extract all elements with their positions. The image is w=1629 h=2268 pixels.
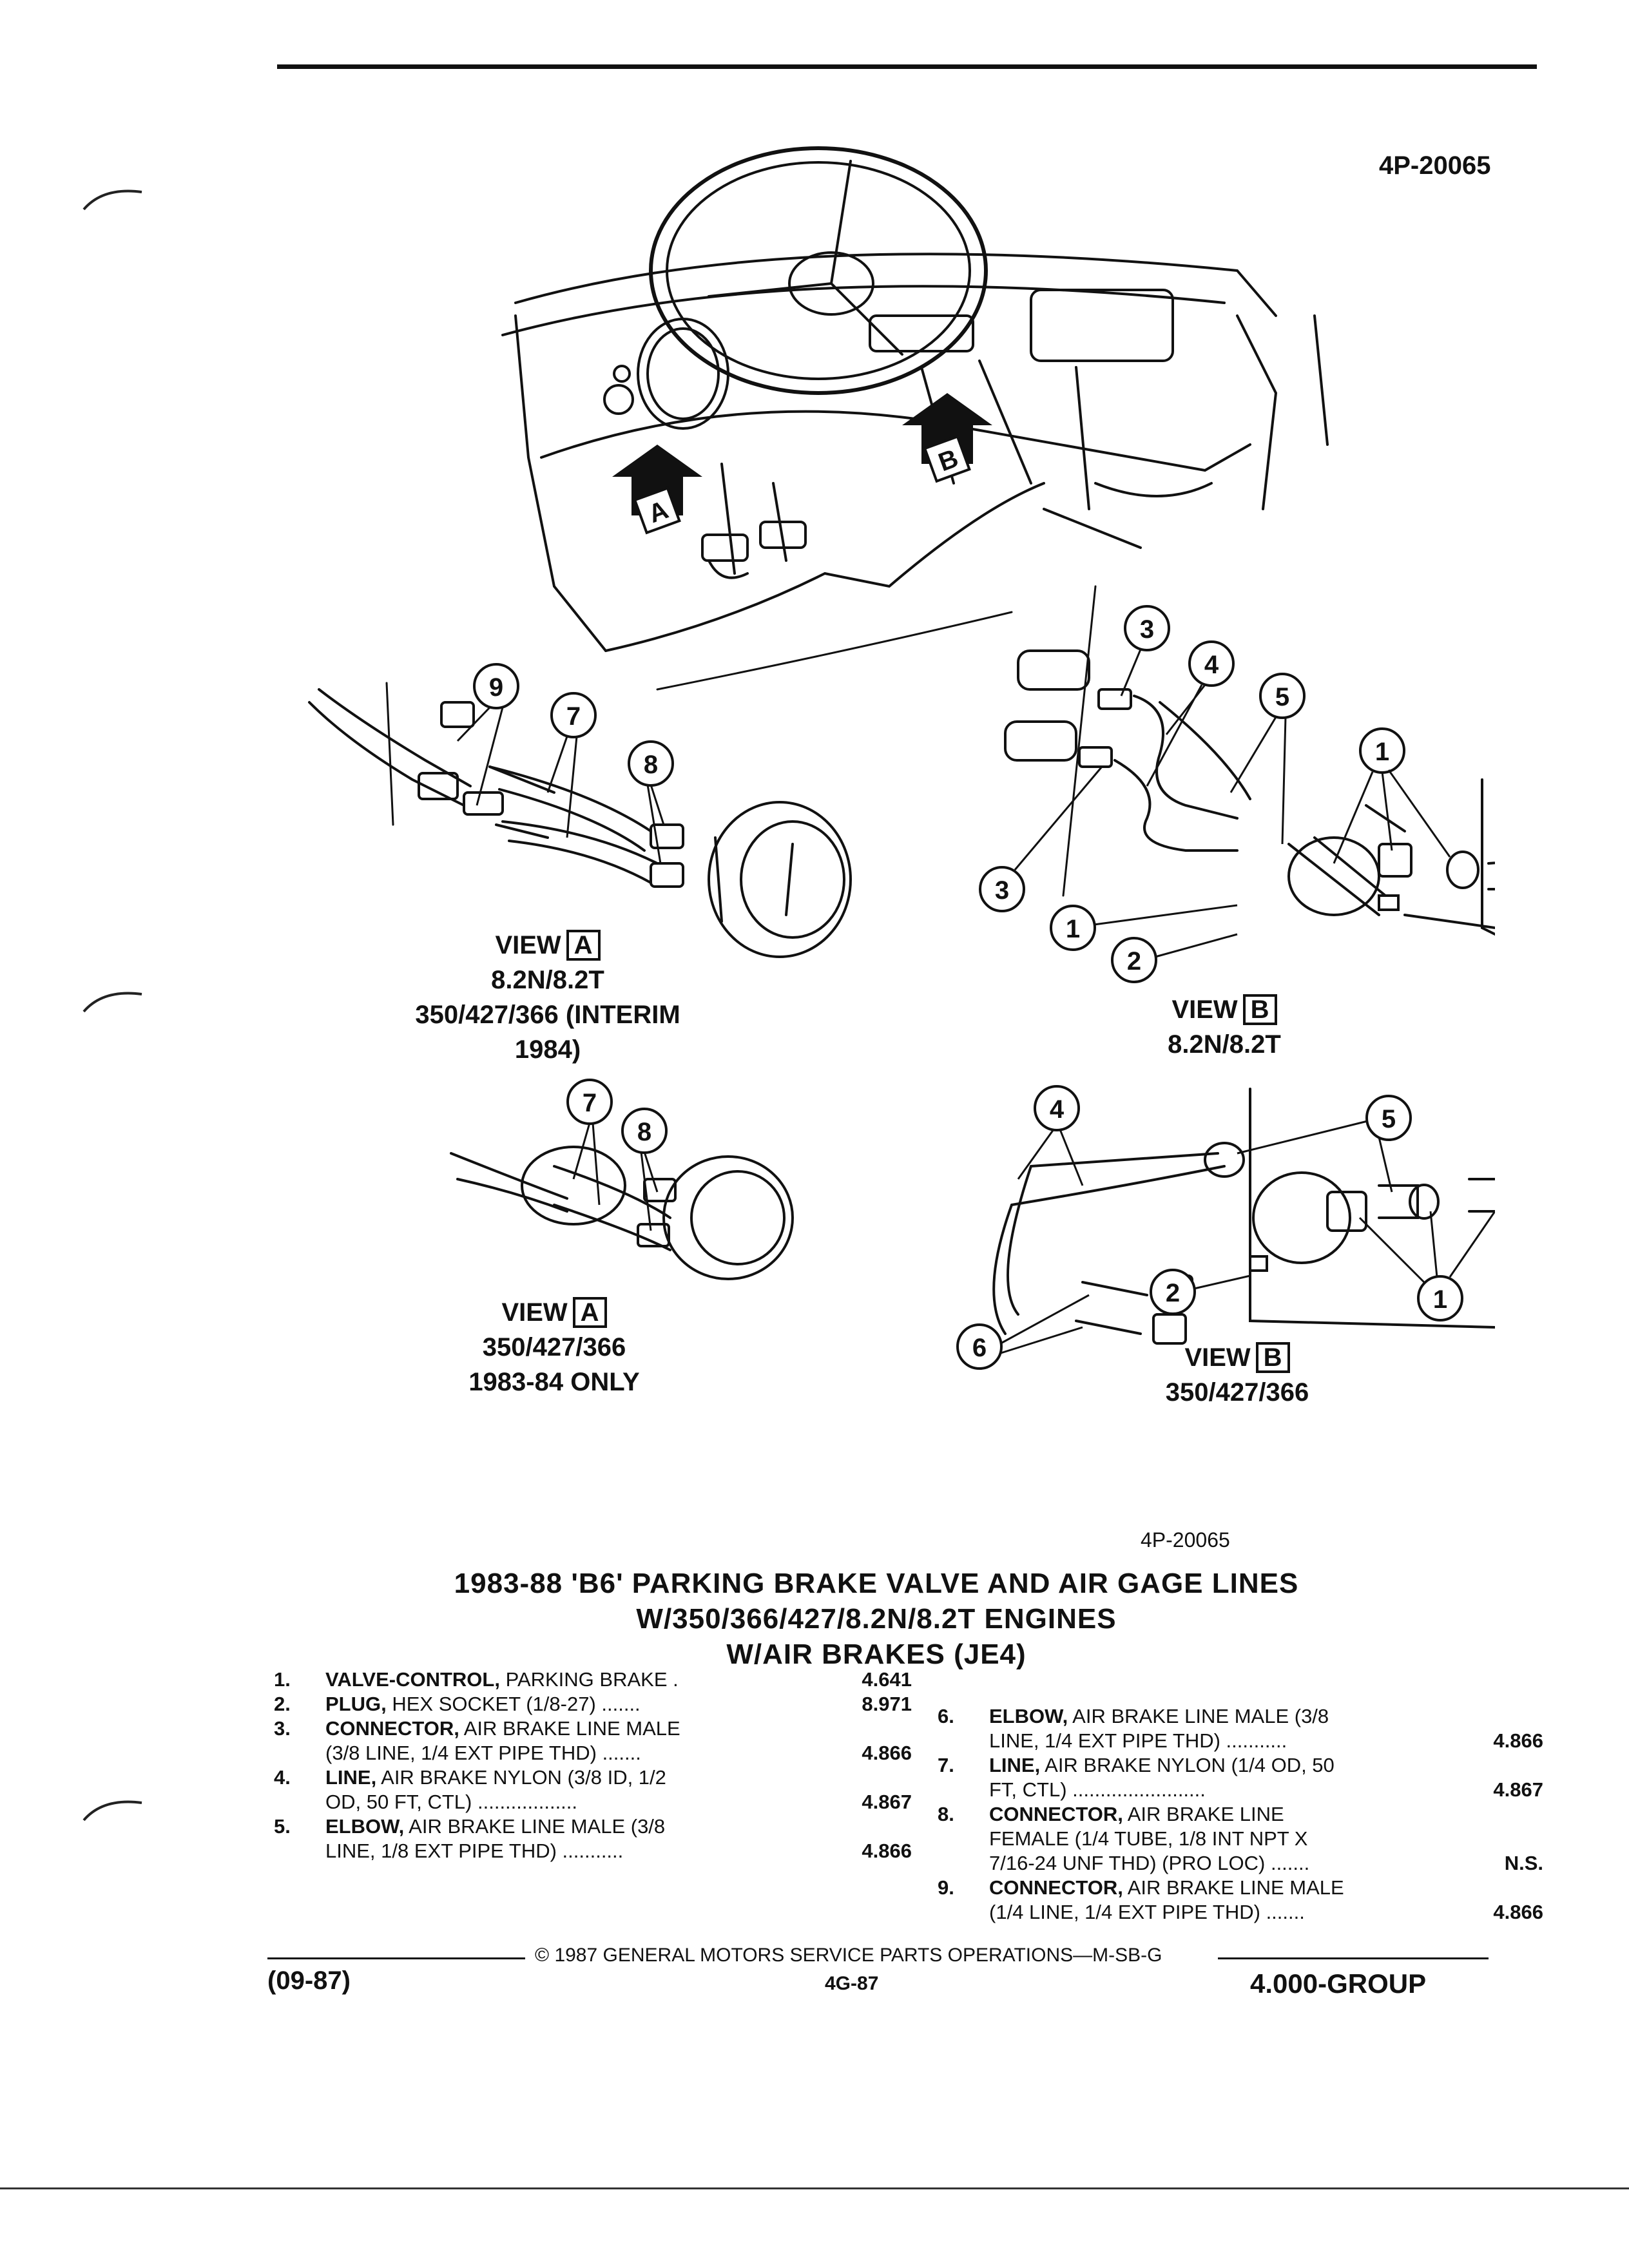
view-box: A bbox=[572, 1297, 607, 1328]
view-a-bottom-line1: 350/427/366 bbox=[482, 1333, 626, 1361]
view-word: VIEW bbox=[1171, 995, 1238, 1024]
parts-diagram: A B bbox=[308, 146, 1495, 1370]
callout-5-view-b1: 5 bbox=[1259, 673, 1306, 719]
footer-date: (09-87) bbox=[267, 1966, 351, 1995]
callout-1-view-b2: 1 bbox=[1417, 1275, 1463, 1321]
callout-3-view-b1b: 3 bbox=[979, 866, 1025, 912]
footer-copyright: © 1987 GENERAL MOTORS SERVICE PARTS OPER… bbox=[535, 1945, 1162, 1966]
callout-8-view-a1: 8 bbox=[628, 740, 674, 787]
svg-text:4: 4 bbox=[1204, 651, 1219, 679]
list-item: 3. CONNECTOR, AIR BRAKE LINE MALE(3/8 LI… bbox=[274, 1717, 912, 1764]
view-b-top-drawing bbox=[1004, 585, 1495, 936]
callout-7-view-a2: 7 bbox=[566, 1079, 613, 1125]
view-a-top-line1: 8.2N/8.2T bbox=[491, 966, 604, 994]
page-title: 1983-88 'B6' PARKING BRAKE VALVE AND AIR… bbox=[277, 1566, 1476, 1672]
arrow-a: A bbox=[612, 445, 702, 535]
margin-mark-2 bbox=[82, 992, 142, 1013]
svg-text:8: 8 bbox=[644, 751, 658, 779]
illustration-ref-bottom: 4P-20065 bbox=[1141, 1528, 1230, 1552]
title-line-1: 1983-88 'B6' PARKING BRAKE VALVE AND AIR… bbox=[454, 1568, 1299, 1599]
svg-text:6: 6 bbox=[972, 1334, 987, 1362]
list-item: 1. VALVE-CONTROL, PARKING BRAKE . 4.641 bbox=[274, 1668, 912, 1691]
callout-1-view-b1a: 1 bbox=[1359, 727, 1405, 774]
svg-text:3: 3 bbox=[995, 876, 1009, 905]
view-b-top-line1: 8.2N/8.2T bbox=[1168, 1030, 1281, 1059]
callout-7-view-a1: 7 bbox=[550, 692, 597, 738]
svg-text:8: 8 bbox=[637, 1118, 651, 1146]
svg-text:1: 1 bbox=[1066, 915, 1080, 943]
callout-2-view-b1: 2 bbox=[1111, 937, 1157, 983]
svg-text:2: 2 bbox=[1166, 1279, 1180, 1307]
svg-text:1: 1 bbox=[1433, 1285, 1447, 1314]
footer-rule-left bbox=[267, 1957, 525, 1959]
callout-9-view-a1: 9 bbox=[473, 663, 519, 709]
svg-text:2: 2 bbox=[1127, 947, 1141, 975]
list-item: 2. PLUG, HEX SOCKET (1/8-27) ....... 8.9… bbox=[274, 1693, 912, 1715]
footer-page-number: 4G-87 bbox=[825, 1973, 879, 1994]
view-a-top-drawing bbox=[308, 682, 852, 958]
svg-text:5: 5 bbox=[1382, 1105, 1396, 1133]
title-line-3: W/AIR BRAKES (JE4) bbox=[726, 1639, 1027, 1670]
callout-1-view-b1b: 1 bbox=[1050, 905, 1096, 951]
view-a-bottom-drawing bbox=[450, 1146, 794, 1280]
svg-text:1: 1 bbox=[1375, 738, 1389, 766]
callout-8-view-a2: 8 bbox=[621, 1108, 668, 1154]
svg-text:3: 3 bbox=[1140, 615, 1154, 644]
view-word: VIEW bbox=[501, 1298, 568, 1327]
svg-text:9: 9 bbox=[489, 673, 503, 702]
svg-text:7: 7 bbox=[566, 702, 581, 731]
callout-5-view-b2: 5 bbox=[1365, 1095, 1412, 1141]
arrow-b: B bbox=[902, 393, 992, 483]
view-a-bottom-line2: 1983-84 ONLY bbox=[468, 1368, 640, 1396]
svg-text:7: 7 bbox=[583, 1089, 597, 1117]
page-bottom-rule bbox=[0, 2187, 1629, 2189]
callout-2-view-b2: 2 bbox=[1150, 1269, 1196, 1315]
view-box: B bbox=[1242, 994, 1277, 1025]
svg-text:5: 5 bbox=[1275, 683, 1289, 711]
callout-6-view-b2: 6 bbox=[956, 1323, 1003, 1370]
callout-4-view-b2: 4 bbox=[1034, 1085, 1080, 1131]
view-a-top-line2: 350/427/366 (INTERIM 1984) bbox=[415, 1001, 680, 1064]
margin-mark-1 bbox=[82, 189, 142, 211]
top-rule bbox=[277, 64, 1537, 69]
footer-group: 4.000-GROUP bbox=[1250, 1968, 1427, 1999]
view-word: VIEW bbox=[495, 931, 561, 959]
callout-3-view-b1a: 3 bbox=[1124, 605, 1170, 651]
illustration-ref-top: 4P-20065 bbox=[1379, 151, 1491, 180]
view-word: VIEW bbox=[1184, 1343, 1251, 1372]
view-b-bottom-line1: 350/427/366 bbox=[1165, 1378, 1309, 1407]
svg-text:4: 4 bbox=[1050, 1095, 1065, 1124]
list-item: 9. CONNECTOR, AIR BRAKE LINE MALE(1/4 LI… bbox=[938, 1876, 1543, 1923]
callout-4-view-b1: 4 bbox=[1188, 640, 1235, 687]
footer-rule-right bbox=[1218, 1957, 1489, 1959]
view-box: B bbox=[1255, 1342, 1290, 1373]
view-box: A bbox=[566, 930, 601, 961]
title-line-2: W/350/366/427/8.2N/8.2T ENGINES bbox=[636, 1603, 1117, 1635]
margin-mark-3 bbox=[82, 1800, 142, 1821]
